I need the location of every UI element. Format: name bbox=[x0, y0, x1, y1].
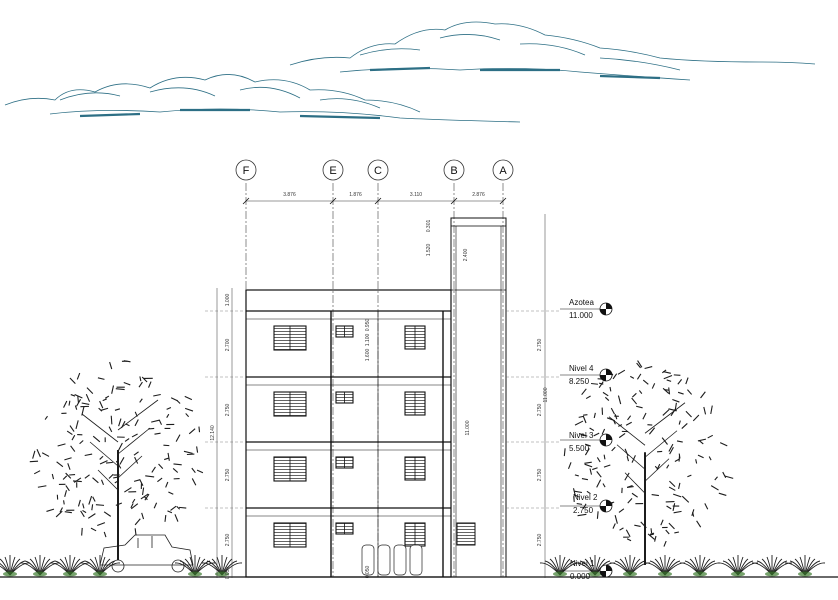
grid-label: F bbox=[243, 165, 250, 177]
dim-level-4: 2.700 bbox=[225, 339, 231, 352]
shrub bbox=[679, 555, 721, 577]
level-name: Nivel 3 bbox=[569, 431, 594, 440]
shrub bbox=[751, 555, 793, 577]
dim-tower-top: 0.301 bbox=[426, 220, 432, 233]
dim-right-3: 2.750 bbox=[537, 404, 543, 417]
window bbox=[404, 325, 426, 350]
window bbox=[273, 391, 307, 417]
ground-door bbox=[456, 522, 476, 546]
shrub bbox=[19, 555, 61, 577]
tree-left bbox=[29, 360, 204, 560]
grid-lines bbox=[245, 183, 504, 577]
dim-right-1: 2.750 bbox=[537, 534, 543, 547]
level-marker-1: Nivel 4 8.250 bbox=[560, 364, 613, 386]
grid-dimension: 2.876 bbox=[472, 192, 485, 198]
parapet bbox=[245, 289, 452, 312]
shrubs bbox=[0, 555, 826, 577]
window bbox=[273, 522, 307, 548]
shrub bbox=[717, 555, 759, 577]
grid-bubble-c: C bbox=[367, 159, 389, 181]
window bbox=[335, 391, 354, 404]
level-elevation: 11.000 bbox=[569, 311, 593, 320]
grid-label: A bbox=[499, 165, 507, 177]
dim-right-total: 11.000 bbox=[543, 387, 549, 402]
level-name: Nivel 4 bbox=[569, 364, 594, 373]
dim-window-height: 1.600 bbox=[365, 349, 371, 362]
building bbox=[205, 217, 560, 578]
level-marker-4: Nivel 1 0.000 bbox=[560, 559, 613, 581]
window bbox=[335, 522, 354, 535]
left-dimension-chain bbox=[216, 288, 233, 578]
dim-window-head: 0.950 bbox=[365, 319, 371, 332]
grid-bubble-a: A bbox=[492, 159, 514, 181]
dim-base: 0.050 bbox=[225, 567, 231, 580]
shrub bbox=[644, 555, 686, 577]
level-marker-3: Nivel 2 2.750 bbox=[560, 493, 613, 515]
shrub bbox=[174, 555, 216, 577]
floor-slabs bbox=[205, 310, 560, 517]
grid-bubble-b: B bbox=[443, 159, 465, 181]
dim-level-2: 2.750 bbox=[225, 469, 231, 482]
dim-tower-right: 11.000 bbox=[465, 420, 471, 435]
grid-dimension: 3.876 bbox=[283, 192, 296, 198]
cloud-right bbox=[289, 21, 816, 81]
window bbox=[404, 456, 426, 481]
grid-bubble-e: E bbox=[322, 159, 344, 181]
window bbox=[335, 456, 354, 469]
cloud-left bbox=[4, 74, 521, 123]
grid-dimension: 1.876 bbox=[349, 192, 362, 198]
window bbox=[335, 325, 354, 338]
level-elevation: 0.000 bbox=[570, 572, 591, 581]
dim-tower-mid: 1.520 bbox=[426, 244, 432, 257]
dim-right-4: 2.750 bbox=[537, 339, 543, 352]
window bbox=[404, 391, 426, 416]
dim-total-height: 12.140 bbox=[210, 425, 216, 441]
window bbox=[404, 522, 426, 547]
dim-window-offset: 0.050 bbox=[365, 566, 371, 579]
level-elevation: 2.750 bbox=[573, 506, 594, 515]
level-elevation: 5.500 bbox=[569, 444, 590, 453]
level-name: Nivel 1 bbox=[570, 559, 595, 568]
window bbox=[273, 456, 307, 482]
shrub bbox=[79, 555, 121, 577]
tree-right bbox=[563, 360, 734, 565]
grid-label: B bbox=[450, 165, 457, 177]
tower-roof bbox=[450, 217, 507, 227]
dim-tower-height: 2.400 bbox=[463, 249, 469, 262]
shrub bbox=[784, 555, 826, 577]
trees bbox=[29, 360, 734, 565]
grid-dimension: 3.110 bbox=[410, 192, 422, 198]
windows bbox=[273, 325, 426, 548]
dim-window-sill: 1.100 bbox=[365, 334, 371, 347]
grid-label: C bbox=[374, 165, 382, 177]
grid-label: E bbox=[329, 165, 336, 177]
level-marker-2: Nivel 3 5.500 bbox=[560, 431, 613, 453]
level-name: Azotea bbox=[569, 298, 594, 307]
dim-level-3: 2.750 bbox=[225, 404, 231, 417]
grid-dimension-line: 3.876 1.876 3.110 2.876 bbox=[242, 192, 507, 205]
grid-bubble-f: F bbox=[235, 159, 257, 181]
dim-parapet: 1.000 bbox=[225, 294, 231, 307]
dim-right-2: 2.750 bbox=[537, 469, 543, 482]
window bbox=[273, 325, 307, 351]
level-marker-0: Azotea 11.000 bbox=[560, 298, 613, 320]
shrub bbox=[49, 555, 91, 577]
shrub bbox=[201, 555, 243, 577]
level-name: Nivel 2 bbox=[573, 493, 598, 502]
shrub bbox=[539, 555, 581, 577]
car bbox=[99, 534, 194, 573]
dim-level-1: 2.750 bbox=[225, 534, 231, 547]
shrub bbox=[0, 555, 31, 577]
level-elevation: 8.250 bbox=[569, 377, 590, 386]
gas-tanks bbox=[361, 544, 423, 576]
